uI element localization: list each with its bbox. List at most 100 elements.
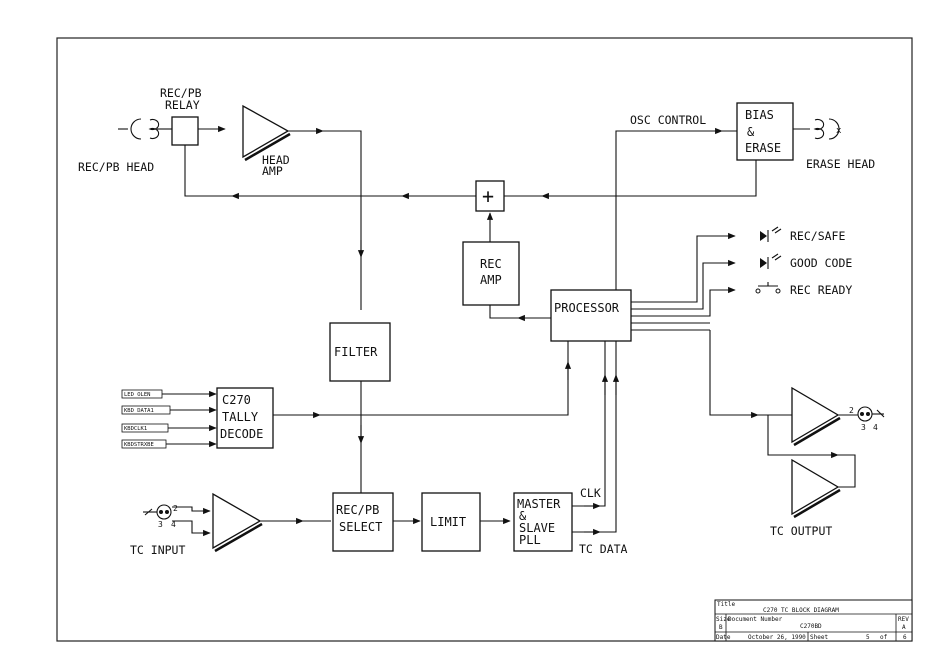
- head-amp-label-2: AMP: [262, 164, 283, 178]
- tc-input-xlr-icon: [143, 504, 172, 520]
- rev-value: A: [902, 624, 906, 631]
- tc-output-amp-1-triangle: [791, 386, 841, 447]
- rec-ready-switch-icon: [755, 282, 781, 294]
- limit-block: [421, 492, 481, 552]
- sheet-field-label: Sheet: [810, 634, 828, 641]
- title-value: C270 TC BLOCK DIAGRAM: [763, 607, 839, 614]
- rec-safe-led-icon: [760, 226, 782, 242]
- filter-block: [329, 322, 391, 382]
- tc-input-pin-2: 2: [173, 504, 178, 513]
- erase-head-symbol: x: [793, 118, 842, 140]
- rec-amp-label-1: REC: [480, 257, 502, 271]
- of-label: of: [880, 634, 888, 641]
- filter-label: FILTER: [334, 345, 378, 359]
- tally-decode-label-3: DECODE: [220, 427, 263, 441]
- bias-to-summer-wire: [504, 160, 757, 197]
- pll-block: [513, 492, 573, 552]
- tc-output-amp-2-triangle: [791, 458, 841, 519]
- tc-data-label: TC DATA: [579, 542, 628, 556]
- connector-kbd-data1-label: KBD DATA1: [124, 408, 154, 414]
- tcout-inverter-loop: [767, 414, 856, 488]
- processor-label: PROCESSOR: [554, 301, 620, 315]
- rec-safe-wire: [631, 232, 736, 303]
- pll-label-1: MASTER: [517, 497, 561, 511]
- clk-wire: [572, 341, 606, 507]
- tc-input-amp-triangle: [212, 492, 263, 553]
- rec-pb-relay-block: [171, 116, 199, 146]
- connector-led-olen-label: LED OLEN: [124, 392, 151, 398]
- rec-safe-label: REC/SAFE: [790, 229, 845, 243]
- erase-label: ERASE: [745, 141, 781, 155]
- processor-to-recamp-wire: [489, 305, 551, 319]
- connector-kbd-data1: KBD DATA1: [121, 405, 171, 415]
- summer-plus: +: [482, 184, 494, 208]
- rec-ready-wire: [631, 286, 736, 317]
- connector-kbdstrxbe-label: KBDSTRXBE: [124, 442, 154, 448]
- head-amp-label-1: HEAD: [262, 153, 290, 167]
- rec-pb-select-block: [332, 492, 394, 552]
- summer-block: [475, 180, 505, 212]
- limit-label: LIMIT: [430, 515, 466, 529]
- erase-head-label: ERASE HEAD: [806, 157, 875, 171]
- svg-text:x: x: [836, 126, 842, 136]
- tc-output-xlr-icon: [857, 406, 885, 422]
- tally-to-processor-wire: [273, 341, 569, 416]
- bias-erase-block: [736, 102, 794, 161]
- rec-pb-head-symbol: [118, 118, 172, 140]
- date-field-label: Date: [716, 634, 731, 641]
- head-amp-triangle: [242, 104, 291, 162]
- tc-output-pin-3: 3: [861, 423, 866, 432]
- date-value: October 26, 1990: [748, 634, 806, 641]
- osc-control-label: OSC CONTROL: [630, 113, 706, 127]
- tc-output-pin-2: 2: [849, 406, 854, 415]
- good-code-wire: [631, 259, 736, 310]
- tally-decode-block: [216, 387, 274, 449]
- docnum-value: C270BD: [800, 623, 822, 630]
- rec-amp-label-2: AMP: [480, 273, 502, 287]
- good-code-label: GOOD CODE: [790, 256, 852, 270]
- of-value: 6: [903, 634, 907, 641]
- clk-label: CLK: [580, 486, 601, 500]
- pll-label-4: PLL: [519, 533, 541, 547]
- title-block: [714, 599, 913, 642]
- rec-pb-relay-label-2: RELAY: [165, 98, 200, 112]
- docnum-field-label: Document Number: [728, 616, 783, 623]
- pll-label-3: SLAVE: [519, 521, 555, 535]
- rec-pb-head-label: REC/PB HEAD: [78, 160, 154, 174]
- rec-amp-block: [462, 241, 520, 306]
- bias-label: BIAS: [745, 108, 774, 122]
- size-value: B: [719, 624, 723, 631]
- tc-output-pin-4: 4: [873, 423, 878, 432]
- size-field-label: Size: [716, 616, 731, 623]
- and-label: &: [747, 125, 755, 139]
- tally-decode-label-2: TALLY: [222, 410, 259, 424]
- tc-input-pin-3: 3: [158, 520, 163, 529]
- pll-label-2: &: [519, 509, 527, 523]
- proc-to-tcout-wire: [709, 330, 790, 416]
- connector-kbdclk1-label: KBDCLK1: [124, 426, 147, 432]
- tally-decode-label-1: C270: [222, 393, 251, 407]
- select-label-1: REC/PB: [336, 503, 379, 517]
- connector-kbdstrxbe: KBDSTRXBE: [121, 439, 167, 449]
- osc-control-wire: [615, 130, 737, 290]
- headamp-to-filter-wire: [288, 130, 362, 310]
- tc-output-label: TC OUTPUT: [770, 524, 832, 538]
- tc-input-label: TC INPUT: [130, 543, 185, 557]
- rev-field-label: REV: [898, 616, 909, 623]
- processor-block: [550, 289, 632, 342]
- select-label-2: SELECT: [339, 520, 382, 534]
- tc-data-wire: [572, 341, 617, 533]
- tc-input-wire-1: [172, 506, 211, 515]
- sheet-value: 5: [866, 634, 870, 641]
- connector-led-olen: LED OLEN: [121, 389, 163, 399]
- tc-input-wire-2: [172, 520, 211, 537]
- sheet-border: [56, 37, 913, 642]
- connector-kbdclk1: KBDCLK1: [121, 423, 169, 433]
- rec-ready-label: REC READY: [790, 283, 852, 297]
- summer-to-relay-wire: [184, 145, 476, 197]
- tc-input-pin-4: 4: [171, 520, 176, 529]
- good-code-led-icon: [760, 253, 782, 269]
- title-field-label: Title: [717, 601, 735, 608]
- rec-pb-relay-label-1: REC/PB: [160, 86, 202, 100]
